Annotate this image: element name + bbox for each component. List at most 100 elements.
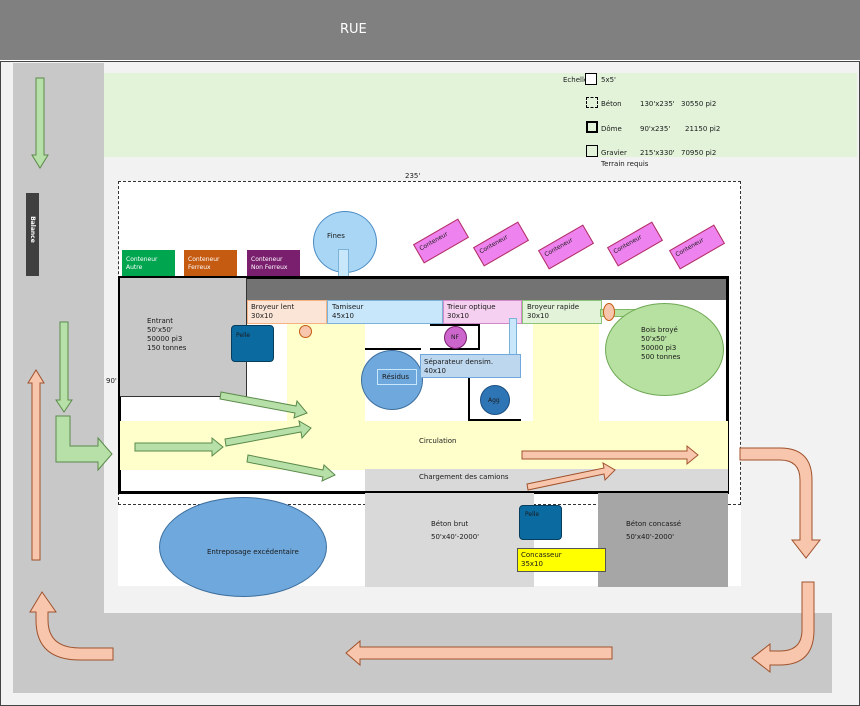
marker-circle-1 (299, 325, 312, 338)
legend-beton-name: Béton (601, 100, 622, 108)
arrow-diag-3 (246, 454, 336, 482)
pelle-yard-label: Pelle (525, 511, 540, 518)
street-band (0, 0, 860, 60)
concasseur-name: Concasseur (521, 551, 562, 559)
arrow-circ-out (521, 444, 699, 466)
broyeur-rapide-size: 30x10 (527, 312, 549, 320)
container-autre-l2: Autre (126, 264, 143, 271)
dome-roof (247, 278, 728, 300)
concasseur (517, 548, 606, 572)
pelle-yard (519, 505, 562, 540)
entrant-l3: 50000 pi3 (147, 335, 183, 343)
broyeur-rapide-name: Broyeur rapide (527, 303, 580, 311)
legend-dome-area: 21150 pi2 (685, 125, 721, 133)
yellow-lane-2 (533, 322, 599, 422)
bois-l4: 500 tonnes (641, 353, 681, 361)
nf-label: NF (451, 334, 459, 341)
bois-l2: 50'x50' (641, 335, 667, 343)
trieur-size: 30x10 (447, 312, 469, 320)
agg-walls (468, 378, 521, 421)
nf-walls (430, 324, 480, 350)
arrow-left-down (55, 321, 73, 413)
beton-brut-name: Béton brut (431, 520, 469, 528)
arrow-curve-bottom-right (751, 581, 815, 674)
beton-concasse-name: Béton concassé (626, 520, 682, 528)
container-ferreux-l2: Ferreux (188, 264, 211, 271)
agg-bin (480, 385, 510, 415)
road-left (13, 63, 104, 693)
dome-outline (118, 276, 729, 494)
green-zone (104, 73, 857, 157)
beton-concasse-dims: 50'x40'-2000' (626, 533, 675, 541)
separateur-name: Séparateur densim. (424, 358, 494, 366)
entreposage-label: Entreposage excédentaire (207, 548, 299, 556)
bois-pile (605, 303, 724, 396)
bois-l1: Bois broyé (641, 326, 678, 334)
container-autre-l1: Conteneur (126, 256, 158, 263)
tamiseur-size: 45x10 (332, 312, 354, 320)
container-non-ferreux-l2: Non Ferreux (251, 264, 288, 271)
fines-label: Fines (327, 232, 345, 240)
entreposage-pile (159, 497, 327, 597)
legend-dome-swatch (586, 121, 598, 133)
arrow-turn-right (55, 415, 113, 472)
legend-beton-dims: 130'x235' (640, 100, 675, 108)
scale-value: 5x5' (601, 76, 616, 84)
residus-label: Résidus (382, 373, 409, 381)
bois-l3: 50000 pi3 (641, 344, 677, 352)
tamiseur (327, 300, 443, 324)
beton-brut-area (365, 493, 534, 587)
entrant-area (120, 278, 247, 397)
container-autre (122, 250, 175, 276)
container-ferreux (184, 250, 237, 276)
legend-beton-area: 30550 pi2 (681, 100, 717, 108)
trieur-optique (443, 300, 522, 324)
pelle-dome (231, 325, 274, 362)
arrow-circ-1 (134, 436, 224, 458)
legend-gravier-dims: 215'x330' (640, 149, 675, 157)
dim-width: 235' (405, 172, 421, 180)
beton-concasse-area (598, 493, 728, 587)
interior-wall (365, 348, 421, 350)
arrow-bottom-left (345, 639, 613, 667)
concasseur-size: 35x10 (521, 560, 543, 568)
legend-dome-dims: 90'x235' (640, 125, 671, 133)
pelle-dome-label: Pelle (236, 332, 251, 339)
arrow-up-left (27, 369, 45, 561)
scale-label: Echelle (563, 76, 589, 84)
broyeur-lent-size: 30x10 (251, 312, 273, 320)
circulation-label: Circulation (419, 437, 457, 445)
container-ferreux-l1: Conteneur (188, 256, 220, 263)
separateur (420, 354, 521, 378)
residus-pile (361, 350, 423, 410)
legend-gravier-swatch (586, 145, 598, 157)
street-label: RUE (340, 22, 367, 37)
separateur-size: 40x10 (424, 367, 446, 375)
marker-circle-2 (603, 303, 615, 321)
container-non-ferreux (247, 250, 300, 276)
entrant-l4: 150 tonnes (147, 344, 187, 352)
tamiseur-name: Tamiseur (332, 303, 364, 311)
arrow-curve-bottom-left (29, 591, 114, 661)
legend-gravier-area: 70950 pi2 (681, 149, 717, 157)
legend-dome-name: Dôme (601, 125, 622, 133)
entrant-l1: Entrant (147, 317, 173, 325)
dim-depth: 90' (106, 377, 117, 385)
arrow-curve-right (739, 447, 822, 559)
arrow-diag-out (526, 462, 616, 491)
trieur-name: Trieur optique (447, 303, 496, 311)
broyeur-lent-name: Broyeur lent (251, 303, 295, 311)
terrain-label: Terrain requis (601, 160, 649, 168)
agg-label: Agg (488, 397, 500, 404)
balance-scale (26, 193, 39, 276)
legend-gravier-name: Gravier (601, 149, 627, 157)
chargement-label: Chargement des camions (419, 473, 509, 481)
broyeur-lent (247, 300, 327, 324)
entrant-l2: 50'x50' (147, 326, 173, 334)
arrow-diag-1 (219, 391, 308, 419)
broyeur-rapide (522, 300, 602, 324)
arrow-entry-down (31, 77, 49, 169)
nf-bin (444, 326, 467, 349)
